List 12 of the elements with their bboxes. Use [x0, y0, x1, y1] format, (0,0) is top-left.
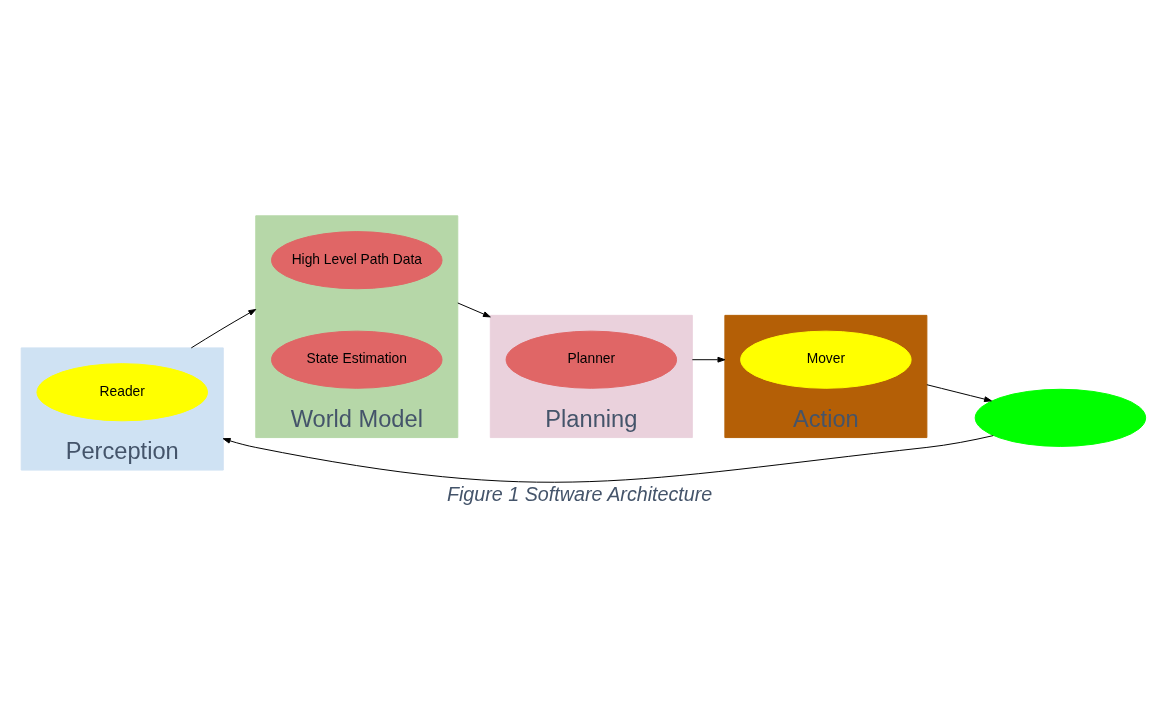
caption: Figure 1 Software Architecture [446, 483, 713, 506]
arrow [926, 384, 992, 403]
arrow [222, 435, 994, 483]
node-ellipse: Reader [36, 363, 208, 422]
arrow [190, 308, 257, 349]
node-ellipse: Planner [505, 330, 678, 389]
node-ellipse: High Level Path Data [271, 231, 443, 290]
node-ellipse [974, 388, 1147, 447]
arrow [457, 302, 491, 318]
node-ellipse: Mover [740, 330, 912, 389]
node-ellipse: State Estimation [271, 330, 443, 389]
arrow [691, 356, 726, 363]
